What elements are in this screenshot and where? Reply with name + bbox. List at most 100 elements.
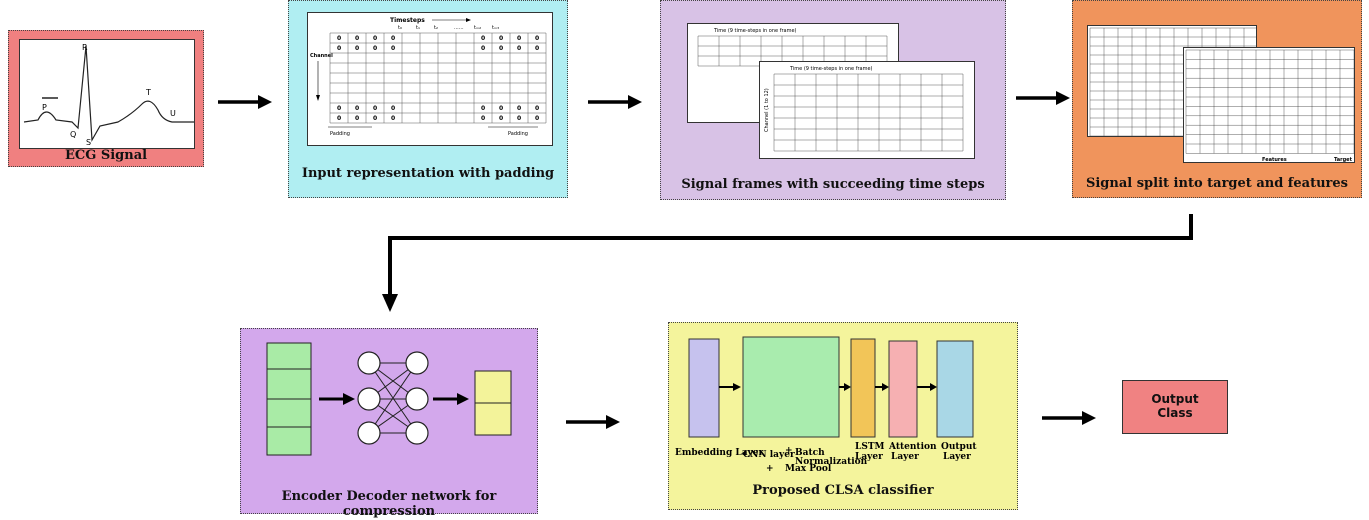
features-label: Features — [1262, 157, 1287, 163]
wave-u-label: U — [170, 109, 176, 118]
ecg-waveform: P R Q S T U — [23, 43, 194, 147]
split-front-grid — [1185, 49, 1354, 154]
embedding-label: Embedding Layer — [675, 448, 763, 458]
plus-icon: + — [766, 464, 774, 474]
frame-front: Time (9 time-steps in one frame) Channel… — [759, 61, 975, 159]
batch-norm-line1: Batch — [795, 448, 825, 458]
padding-zero: 0 — [499, 35, 503, 42]
signal-split-panel: Features Target Signal split into target… — [1072, 0, 1362, 198]
attention-label-line2: Layer — [891, 452, 919, 462]
output-layer-block — [936, 340, 974, 438]
arrow-right-icon — [566, 415, 620, 429]
padding-zero: 0 — [337, 115, 341, 122]
header-t0: t₀ — [398, 25, 402, 31]
cnn-block — [742, 336, 840, 438]
padding-zero: 0 — [499, 45, 503, 52]
padding-zero: 0 — [391, 35, 395, 42]
padding-zero: 0 — [373, 35, 377, 42]
arrow-right-icon — [1016, 91, 1070, 105]
padding-zero: 0 — [337, 105, 341, 112]
arrow-right-icon — [588, 95, 642, 109]
wave-t-label: T — [145, 88, 151, 97]
clsa-classifier-panel: Embedding Layer CNN layer + Batch Normal… — [668, 322, 1018, 510]
frame-front-time-label: Time (9 time-steps in one frame) — [789, 66, 873, 72]
padding-zero: 0 — [373, 105, 377, 112]
embedding-block — [688, 338, 720, 438]
header-t2: t₂ — [434, 25, 438, 31]
encoder-caption: Encoder Decoder network for compression — [281, 489, 497, 519]
target-label: Target — [1334, 157, 1353, 163]
output-layer-label-line1: Output — [941, 442, 977, 452]
input-representation-panel: Timesteps Channel 0 0 0 0 0 0 0 0 0 0 0 0 0 0 0 0 0 0 0 0 0 0… — [288, 0, 568, 198]
padding-zero: 0 — [391, 45, 395, 52]
ecg-caption: ECG Signal — [64, 148, 148, 163]
clsa-caption: Proposed CLSA classifier — [752, 483, 934, 498]
padding-zero: 0 — [517, 45, 521, 52]
wave-q-label: Q — [70, 130, 76, 139]
attention-block — [888, 340, 918, 438]
padding-zero: 0 — [337, 35, 341, 42]
padding-zero: 0 — [355, 115, 359, 122]
channel-range-label: Channel (1 to 12) — [764, 88, 770, 132]
header-dots: ...... — [454, 25, 464, 31]
ecg-signal-panel: P R Q S T U ECG Signal — [8, 30, 204, 167]
padding-zero: 0 — [373, 115, 377, 122]
input-table: Timesteps Channel 0 0 0 0 0 0 0 0 0 0 0 0 0 0 0 0 0 0 0 0 0 0… — [310, 17, 547, 137]
padding-zero: 0 — [391, 115, 395, 122]
padding-zero: 0 — [535, 45, 539, 52]
padding-zero: 0 — [481, 115, 485, 122]
wave-s-label: S — [86, 138, 91, 147]
padding-zero: 0 — [517, 35, 521, 42]
channel-label: Channel — [310, 53, 333, 59]
padding-zero: 0 — [481, 35, 485, 42]
padding-zero: 0 — [391, 105, 395, 112]
batch-norm-line2: Normalization — [795, 457, 868, 467]
padding-zero: 0 — [499, 115, 503, 122]
padding-zero: 0 — [499, 105, 503, 112]
encoder-decoder-panel: Encoder Decoder network for compression — [240, 328, 538, 519]
frame-front-grid — [773, 73, 964, 152]
input-rep-caption: Input representation with padding — [301, 166, 555, 181]
max-pool-label: Max Pool — [785, 464, 832, 474]
cnn-label: CNN layer — [743, 450, 795, 460]
padding-zero: 0 — [517, 105, 521, 112]
padding-left-label: Padding — [330, 131, 350, 137]
arrow-right-icon — [218, 95, 272, 109]
header-tm2: tₘ₂ — [474, 25, 481, 31]
wave-p-label: P — [42, 103, 47, 112]
padding-zero: 0 — [535, 35, 539, 42]
lstm-block — [850, 338, 876, 438]
ecg-waveform-box: P R Q S T U — [19, 39, 195, 149]
wave-r-label: R — [82, 43, 88, 52]
timesteps-label: Timesteps — [390, 17, 425, 24]
padding-zero: 0 — [355, 105, 359, 112]
frame-back-time-label: Time (9 time-steps in one frame) — [713, 28, 797, 34]
connector-arrow-icon — [382, 214, 1193, 312]
split-caption: Signal split into target and features — [1085, 176, 1348, 191]
padding-zero: 0 — [535, 115, 539, 122]
signal-frames-panel: Time (9 time-steps in one frame) Time (9… — [660, 0, 1006, 200]
padding-zero: 0 — [355, 45, 359, 52]
attention-label-line1: Attention — [888, 442, 937, 452]
padding-zero: 0 — [481, 105, 485, 112]
plus-icon: + — [785, 446, 793, 456]
batch-norm-label: Batch — [795, 448, 825, 458]
split-front: Features Target — [1183, 47, 1355, 163]
padding-zero: 0 — [337, 45, 341, 52]
padding-zero: 0 — [517, 115, 521, 122]
frames-caption: Signal frames with succeeding time steps — [681, 177, 985, 192]
clsa-architecture: Embedding Layer CNN layer + Batch Normal… — [675, 336, 977, 474]
output-class-label: Output Class — [1151, 392, 1199, 420]
padding-zero: 0 — [355, 35, 359, 42]
frame-back-grid — [697, 35, 888, 67]
header-tm3: tₘ₃ — [492, 25, 499, 31]
padding-right-label: Padding — [508, 131, 528, 137]
output-layer-label-line2: Layer — [943, 452, 971, 462]
padding-zero: 0 — [373, 45, 377, 52]
header-t1: t₁ — [416, 25, 420, 31]
lstm-label-line1: LSTM — [855, 442, 885, 452]
arrow-right-icon — [1042, 411, 1096, 425]
lstm-label-line2: Layer — [855, 452, 883, 462]
padding-zero: 0 — [535, 105, 539, 112]
